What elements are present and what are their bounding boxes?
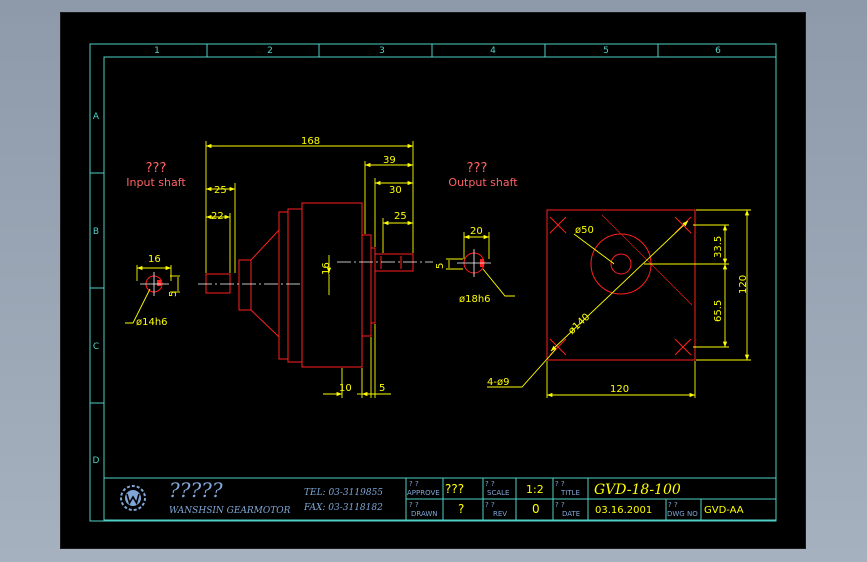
company-name: WANSHSIN GEARMOTOR <box>169 506 291 516</box>
rev-value: 0 <box>532 502 540 516</box>
input-shaft-label-cn: ??? <box>146 161 167 176</box>
dim-33-5: 33.5 <box>713 236 724 258</box>
frame-column-5: 5 <box>603 46 609 56</box>
dim-bore: ø50 <box>575 225 594 236</box>
frame-column-6: 6 <box>715 46 721 56</box>
input-shaft-section <box>140 272 169 296</box>
frame-row-c: C <box>93 342 99 352</box>
scale-cn: ? ? <box>485 480 495 488</box>
front-view-dims <box>487 209 751 398</box>
output-section-dims <box>446 232 515 297</box>
output-shaft-label: Output shaft <box>448 176 518 189</box>
approve-value: ??? <box>445 482 464 496</box>
dim-input-25: 25 <box>214 185 227 196</box>
cad-viewport[interactable]: 1 2 3 4 5 6 A B C D ??? Input shaft ??? … <box>60 12 806 549</box>
drawn-label: DRAWN <box>411 510 438 518</box>
drawn-value: ? <box>458 502 464 516</box>
output-shaft-section <box>457 249 491 277</box>
company-name-cn: ????? <box>169 478 223 502</box>
output-shaft-label-cn: ??? <box>467 161 488 176</box>
dim-65-5: 65.5 <box>713 300 724 322</box>
dim-flange-5: 5 <box>379 383 385 394</box>
rev-cn: ? ? <box>485 501 495 509</box>
dim-axis-16: 16 <box>321 262 332 275</box>
dim-overall-length: 168 <box>301 136 320 147</box>
date-label: DATE <box>562 510 580 518</box>
title-block <box>103 477 777 521</box>
engineering-drawing: 1 2 3 4 5 6 A B C D ??? Input shaft ??? … <box>89 43 777 522</box>
rev-label: REV <box>493 510 507 518</box>
dwg-label: DWG NO <box>667 510 698 518</box>
date-value: 03.16.2001 <box>595 505 652 516</box>
drawing-title: GVD-18-100 <box>594 482 681 498</box>
approve-cn: ? ? <box>409 480 419 488</box>
frame-row-d: D <box>93 456 100 466</box>
frame-row-b: B <box>93 227 99 237</box>
dim-input-22: 22 <box>211 211 224 222</box>
company-tel: TEL: 03-3119855 <box>304 488 383 498</box>
frame-column-4: 4 <box>490 46 496 56</box>
dim-holes: 4-ø9 <box>487 377 509 388</box>
dim-output-30: 30 <box>389 185 402 196</box>
dim-output-diameter: ø18h6 <box>459 294 491 305</box>
scale-value: 1:2 <box>526 483 544 496</box>
dim-height-120: 120 <box>738 275 749 294</box>
dim-input-section-5: 5 <box>168 291 179 297</box>
dim-input-section-16: 16 <box>148 254 161 265</box>
dim-output-39: 39 <box>383 155 396 166</box>
frame-row-a: A <box>93 112 100 122</box>
scale-label: SCALE <box>487 489 509 497</box>
frame-column-1: 1 <box>154 46 160 56</box>
input-shaft-label: Input shaft <box>126 176 186 189</box>
date-cn: ? ? <box>555 501 565 509</box>
side-view-dims <box>205 141 414 398</box>
drawn-cn: ? ? <box>409 501 419 509</box>
dim-input-diameter: ø14h6 <box>136 317 168 328</box>
drawing-frame <box>89 43 777 522</box>
company-fax: FAX: 03-3118182 <box>303 503 383 513</box>
frame-column-3: 3 <box>379 46 385 56</box>
dim-output-25: 25 <box>394 211 407 222</box>
frame-column-2: 2 <box>267 46 273 56</box>
title-label: TITLE <box>560 489 580 497</box>
dim-output-section-20: 20 <box>470 226 483 237</box>
approve-label: APPROVE <box>407 489 440 497</box>
gearmotor-side-view <box>205 202 414 368</box>
input-section-dims <box>125 265 180 324</box>
company-logo <box>120 485 146 511</box>
dim-flange-10: 10 <box>339 383 352 394</box>
title-cn: ? ? <box>555 480 565 488</box>
dwg-cn: ? ? <box>668 501 678 509</box>
drawing-number: GVD-AA <box>704 505 744 516</box>
dim-width-120: 120 <box>610 384 629 395</box>
dim-output-section-5: 5 <box>435 263 446 269</box>
